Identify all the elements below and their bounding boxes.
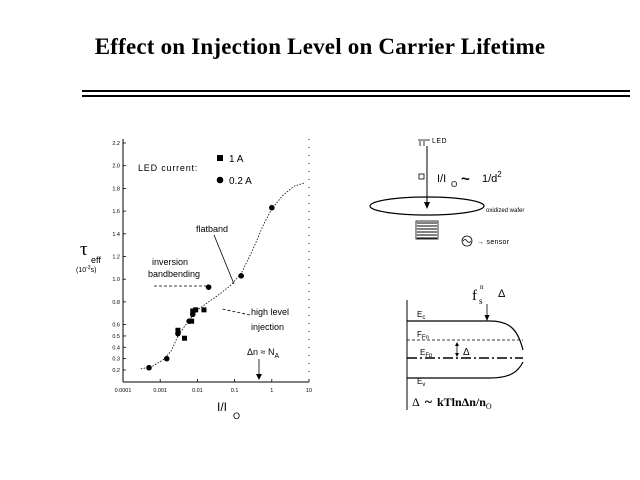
- surface-potential-label: f: [472, 288, 477, 304]
- band-diagram: f s n Δ Ec FFn EFp Δ Ev Δ~kTlnΔn/nO: [406, 283, 524, 411]
- ev-label: Ev: [417, 377, 425, 388]
- x-tick-label: 0.01: [192, 388, 203, 394]
- high-level-pointer: [221, 308, 251, 316]
- sensor-signal-icon: [461, 235, 473, 247]
- y-tick-label: 0.6: [112, 323, 120, 329]
- y-tick-label: 1.4: [112, 232, 120, 238]
- data-point-square: [193, 307, 199, 313]
- valence-band-edge: [407, 361, 524, 379]
- x-tick-label: 0.001: [153, 388, 167, 394]
- measurement-setup-diagram: LED I/I O ~ 1/d2 oxidized wafer → sensor: [369, 138, 524, 247]
- wafer-label: oxidized wafer: [486, 208, 524, 214]
- data-point-circle: [186, 318, 192, 324]
- title-rule-upper: [82, 90, 630, 92]
- annotation-high-level: high level: [251, 307, 289, 317]
- data-point-circle: [175, 330, 181, 337]
- delta-mid-label: Δ: [463, 347, 470, 358]
- annotation-dn-na: Δn ≈ NA: [247, 347, 279, 360]
- y-tick-label: 2.2: [112, 141, 120, 147]
- x-tick-label: 0.0001: [115, 388, 132, 394]
- conduction-band-edge: [407, 320, 524, 351]
- efn-label: FFn: [417, 330, 429, 341]
- sensor-coil-icon: [415, 220, 439, 240]
- y-tick-label: 0.3: [112, 357, 120, 363]
- x-tick-label: 1: [270, 388, 273, 394]
- annotation-bandbending: bandbending: [148, 269, 200, 279]
- surface-potential-sub: s: [479, 296, 483, 306]
- y-tick-label: 0.2: [112, 368, 120, 374]
- x-ticks: 0.0001 0.001 0.01 0.1 1 10: [115, 379, 312, 394]
- data-point-square: [190, 308, 196, 314]
- slide-title: Effect on Injection Level on Carrier Lif…: [94, 34, 546, 59]
- y-axis-label-sub: eff: [91, 255, 101, 265]
- y-tick-label: 1.0: [112, 277, 120, 283]
- data-point-square: [201, 307, 207, 313]
- x-axis-label-sub: O: [233, 411, 240, 421]
- data-point-circle: [269, 204, 275, 211]
- ec-label: Ec: [417, 310, 425, 321]
- y-axis-label: τ: [80, 239, 88, 260]
- ratio-sub: O: [451, 180, 457, 189]
- y-tick-label: 0.4: [112, 345, 120, 351]
- fit-curve: [140, 182, 306, 370]
- flatband-pointer: [213, 234, 235, 285]
- legend-label-0.2A: 0.2 A: [229, 176, 252, 187]
- data-point-circle: [205, 284, 212, 290]
- led-icon: [418, 139, 430, 146]
- fs-arrowhead: [484, 315, 490, 321]
- efp-label: EFp: [420, 348, 433, 359]
- light-beam-arrowhead: [424, 202, 430, 209]
- y-axis-unit: (10-3s): [76, 265, 96, 274]
- x-tick-label: 0.1: [231, 388, 239, 394]
- data-point-square: [175, 327, 181, 333]
- legend-label-1A: 1 A: [229, 154, 244, 165]
- annotation-injection: injection: [251, 322, 284, 332]
- delta-formula: Δ~kTlnΔn/nO: [412, 395, 492, 411]
- lifetime-chart: 2.2 2.0 1.8 1.6 1.4 1.2 1.0 0.8 0.6 0.5 0.4 0.3 0.2 …: [76, 139, 312, 421]
- delta-arrow-down: [455, 353, 459, 357]
- y-tick-label: 2.0: [112, 164, 120, 170]
- data-point-square: [181, 335, 187, 341]
- proportional-symbol: ~: [461, 171, 470, 188]
- data-points: [146, 204, 275, 371]
- delta-arrow-up: [455, 342, 459, 346]
- legend-title: LED current:: [138, 163, 198, 173]
- legend-circle-marker: [216, 176, 224, 184]
- ratio-label: I/I: [437, 173, 446, 185]
- y-tick-label: 0.5: [112, 334, 120, 340]
- annotation-flatband: flatband: [196, 224, 228, 234]
- surface-potential-sup: n: [480, 283, 484, 291]
- led-current-marker: [418, 173, 425, 180]
- data-point-circle: [238, 272, 244, 279]
- legend-square-marker: [217, 155, 223, 161]
- oxidized-wafer: [369, 196, 485, 216]
- title-rule-lower: [82, 95, 630, 97]
- y-ticks: 2.2 2.0 1.8 1.6 1.4 1.2 1.0 0.8 0.6 0.5 0.4 0.3 0.2: [112, 141, 126, 374]
- dn-na-arrowhead: [256, 374, 262, 380]
- data-point-circle: [189, 311, 196, 318]
- led-label: LED: [432, 138, 447, 145]
- data-point-circle: [146, 364, 152, 371]
- x-axis-label: I/I: [217, 400, 227, 414]
- annotation-inversion: inversion: [152, 257, 188, 267]
- sensor-label: → sensor: [477, 239, 510, 246]
- y-tick-label: 1.2: [112, 255, 120, 261]
- data-point-circle: [163, 355, 170, 362]
- y-tick-label: 1.8: [112, 186, 120, 192]
- delta-top-label: Δ: [498, 288, 506, 300]
- y-tick-label: 1.6: [112, 209, 120, 215]
- x-tick-label: 10: [306, 388, 312, 394]
- distance-label: 1/d2: [482, 170, 502, 185]
- y-tick-label: 0.8: [112, 300, 120, 306]
